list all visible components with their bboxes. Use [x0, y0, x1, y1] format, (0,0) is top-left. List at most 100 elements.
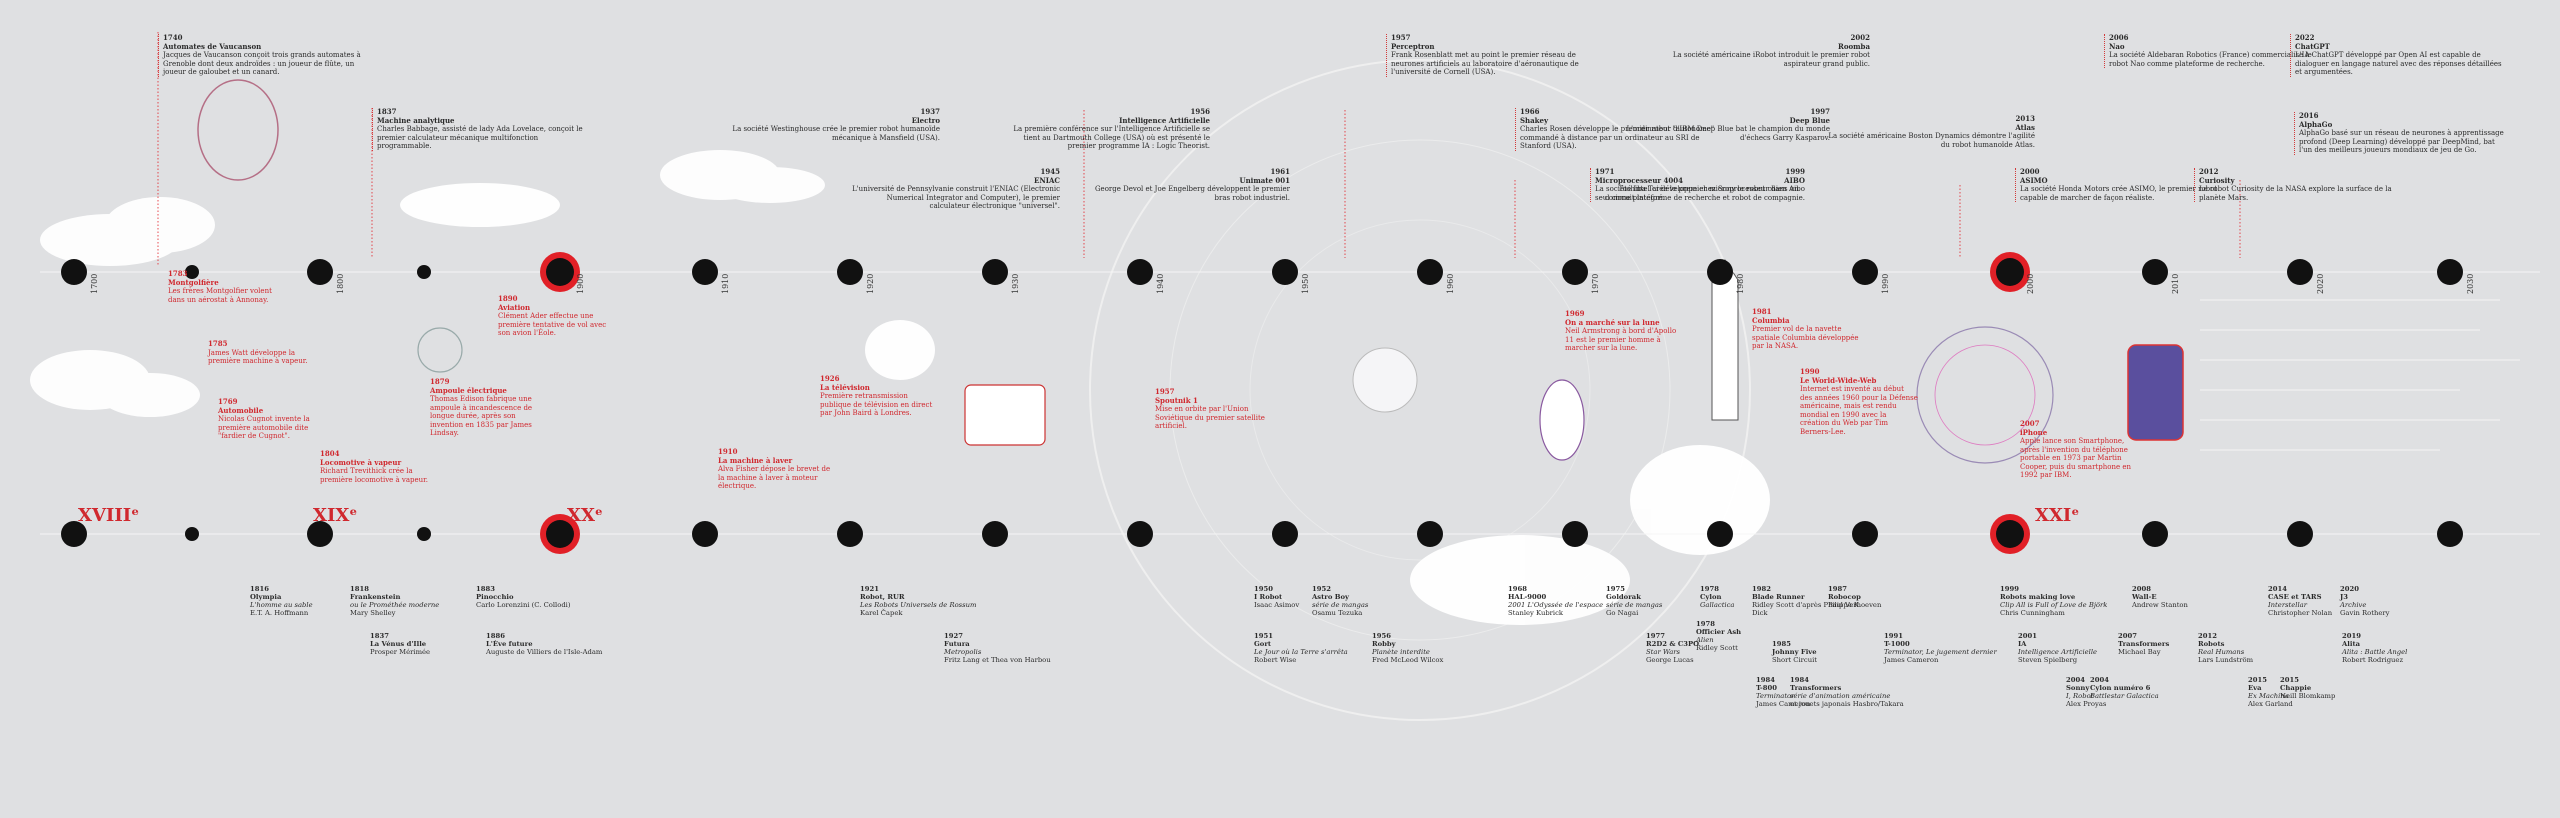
timeline-dot-bottom [1996, 520, 2024, 548]
event-italic: Alita : Battle Angel [2342, 648, 2408, 656]
event-title: ENIAC [1033, 175, 1060, 185]
event-year: 1837 [370, 632, 389, 640]
event-desc: Internet est inventé au début des années… [1800, 385, 1918, 436]
event-desc: Charles Rosen développe le premier robot… [1520, 125, 1715, 150]
event-title: Officier Ash [1696, 628, 1742, 636]
century-label-21: XXIᵉ [2035, 505, 2080, 526]
event-year: 1982 [1752, 585, 1771, 593]
event-title: ASIMO [2020, 175, 2048, 185]
decade-label: 2030 [2466, 273, 2475, 294]
decade-label: 1990 [1881, 273, 1890, 294]
event-desc: Michael Bay [2118, 648, 2161, 656]
event-desc: Richard Trevithick crée la première loco… [320, 467, 428, 484]
event-year: 2001 [2018, 632, 2037, 640]
event-year: 1927 [944, 632, 963, 640]
event-desc: George Lucas [1646, 656, 1694, 664]
event-year: 1937 [920, 107, 940, 116]
event-year: 1926 [820, 374, 840, 383]
event-italic: Battlestar Galactica [2090, 692, 2159, 700]
event-desc: AlphaGo basé sur un réseau de neurones à… [2299, 129, 2504, 154]
event-desc: E.T. A. Hoffmann [250, 609, 309, 617]
event-year: 2020 [2340, 585, 2359, 593]
timeline-dot-bottom [1852, 521, 1878, 547]
event-title: iPhone [2020, 427, 2048, 437]
event-year: 2015 [2280, 676, 2299, 684]
event-italic: série d'animation américaine [1790, 692, 1891, 700]
timeline-dot-bottom [692, 521, 718, 547]
event-year: 1968 [1508, 585, 1527, 593]
timeline-dot-bottom [2287, 521, 2313, 547]
event-desc: James Cameron [1756, 700, 1811, 708]
event-year: 1740 [163, 33, 183, 42]
event-title: Electro [911, 115, 940, 125]
event-year: 1966 [1520, 107, 1540, 116]
event-italic: série de mangas [1606, 601, 1663, 609]
event-year: 2019 [2342, 632, 2361, 640]
event-year: 1769 [218, 397, 238, 406]
event-desc: Première retransmission publique de télé… [820, 392, 933, 417]
event-year: 1981 [1752, 307, 1772, 316]
event-desc: Frank Rosenblatt met au point le premier… [1391, 51, 1579, 76]
timeline-dot-top [307, 259, 333, 285]
timeline-dot-top [546, 258, 574, 286]
decade-label: 1920 [866, 273, 875, 294]
event-year: 1999 [1785, 167, 1805, 176]
event-desc: La société Honda Motors crée ASIMO, le p… [2020, 185, 2218, 202]
event-desc: Ridley Scott [1696, 644, 1738, 652]
event-title: Robots making love [2000, 593, 2076, 601]
timeline-dot-bottom [1127, 521, 1153, 547]
event-year: 2016 [2299, 111, 2319, 120]
event-desc: Les frères Montgolfier volent dans un aé… [168, 287, 272, 304]
event-title: Alita [2342, 640, 2360, 648]
event-desc: Toshiba Tai développe chez Sony le robot… [1604, 185, 1805, 202]
event-desc: Osamu Tezuka [1312, 609, 1363, 617]
event-year: 2007 [2118, 632, 2137, 640]
event-desc: L'université de Pennsylvanie construit l… [852, 185, 1060, 210]
century-label-20: XXᵉ [567, 505, 603, 526]
event-italic: Gallactica [1700, 601, 1735, 609]
event-desc: Le robot Curiosity de la NASA explore la… [2199, 185, 2392, 202]
event-italic: I, Robot [2066, 692, 2094, 700]
event-title: Robby [1372, 640, 1396, 648]
event-year: 1971 [1595, 167, 1615, 176]
event-desc: Fritz Lang et Thea von Harbou [944, 656, 1051, 664]
decade-label: 1970 [1591, 273, 1600, 294]
event-year: 1886 [486, 632, 505, 640]
timeline-dot-bottom [307, 521, 333, 547]
event-desc: Neill Blomkamp [2280, 692, 2336, 700]
timeline-dot-bottom [982, 521, 1008, 547]
decade-label: 2020 [2316, 273, 2325, 294]
event-desc: Go Nagai [1606, 609, 1639, 617]
event-italic: Terminator, Le jugement dernier [1884, 648, 1997, 656]
event-italic: ou le Prométhée moderne [350, 601, 440, 609]
event-title: Curiosity [2199, 175, 2235, 185]
decade-label: 2000 [2026, 273, 2035, 294]
event-title: T-1000 [1884, 640, 1910, 648]
event-year: 1945 [1040, 167, 1060, 176]
timeline-dot-top [1852, 259, 1878, 285]
timeline-dot-bottom [61, 521, 87, 547]
event-title: Transformers [2118, 640, 2170, 648]
event-desc: Fred McLeod Wilcox [1372, 656, 1444, 664]
event-italic: Real Humans [2198, 648, 2245, 656]
